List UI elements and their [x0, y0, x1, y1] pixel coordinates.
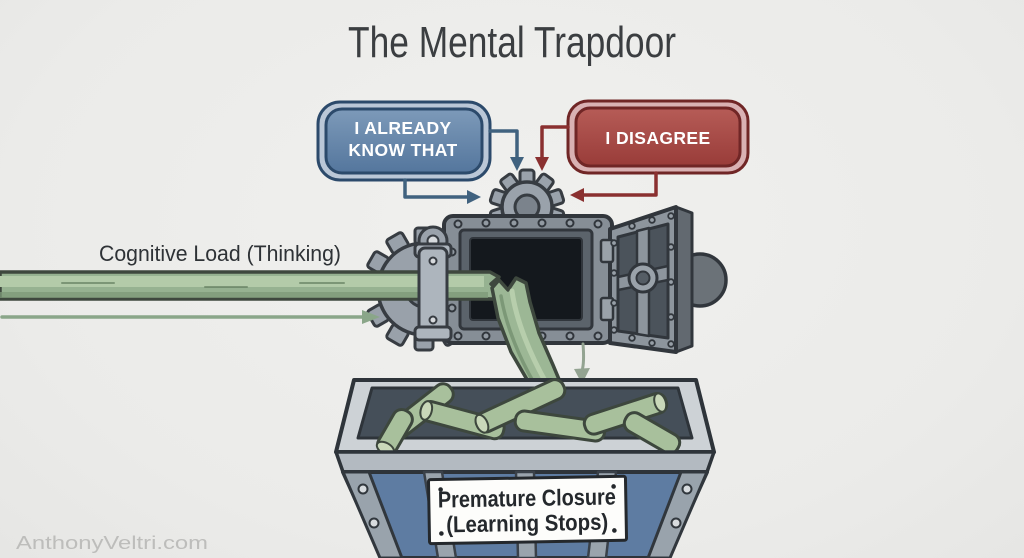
callout-line: KNOW THAT — [348, 140, 457, 160]
callout-line: I DISAGREE — [605, 128, 710, 148]
arrow-icon-blue-down — [488, 129, 524, 171]
trapdoor-door — [599, 205, 694, 354]
page-title: The Mental Trapdoor — [348, 18, 676, 67]
arrow-icon-flow — [0, 310, 380, 324]
arrow-icon-drop — [574, 342, 590, 384]
arrow-icon-blue-right — [403, 178, 481, 204]
pipe-shade — [0, 292, 488, 298]
bin-icon: Premature Closure (Learning Stops) — [334, 378, 716, 558]
bin-sign-line1: Premature Closure — [438, 483, 616, 512]
bin-brackets — [341, 470, 709, 558]
callout-already-know: I ALREADY KNOW THAT — [316, 100, 492, 182]
hinge — [599, 296, 615, 322]
pipe-highlight — [0, 276, 484, 287]
arrow-icon-red-down — [535, 125, 570, 171]
trapdoor-icon — [442, 214, 614, 345]
callout-disagree: I DISAGREE — [566, 99, 750, 175]
bin-sign-line2: (Learning Stops) — [446, 509, 608, 538]
speech-bubble-blue — [324, 107, 484, 175]
door-rivets — [610, 212, 675, 348]
watermark: AnthonyVeltri.com — [16, 533, 208, 553]
hinge — [599, 238, 615, 264]
arrow-icon-red-left — [570, 171, 658, 202]
pipe-label: Cognitive Load (Thinking) — [99, 241, 341, 266]
pipe-clamp — [413, 225, 453, 342]
callout-line: I ALREADY — [354, 118, 451, 138]
falling-pipe-piece — [490, 276, 568, 408]
bin-sign: Premature Closure (Learning Stops) — [426, 474, 629, 546]
speech-bubble-red — [574, 106, 742, 168]
bin-rim-front — [334, 450, 716, 474]
pipe-etching — [61, 282, 345, 288]
